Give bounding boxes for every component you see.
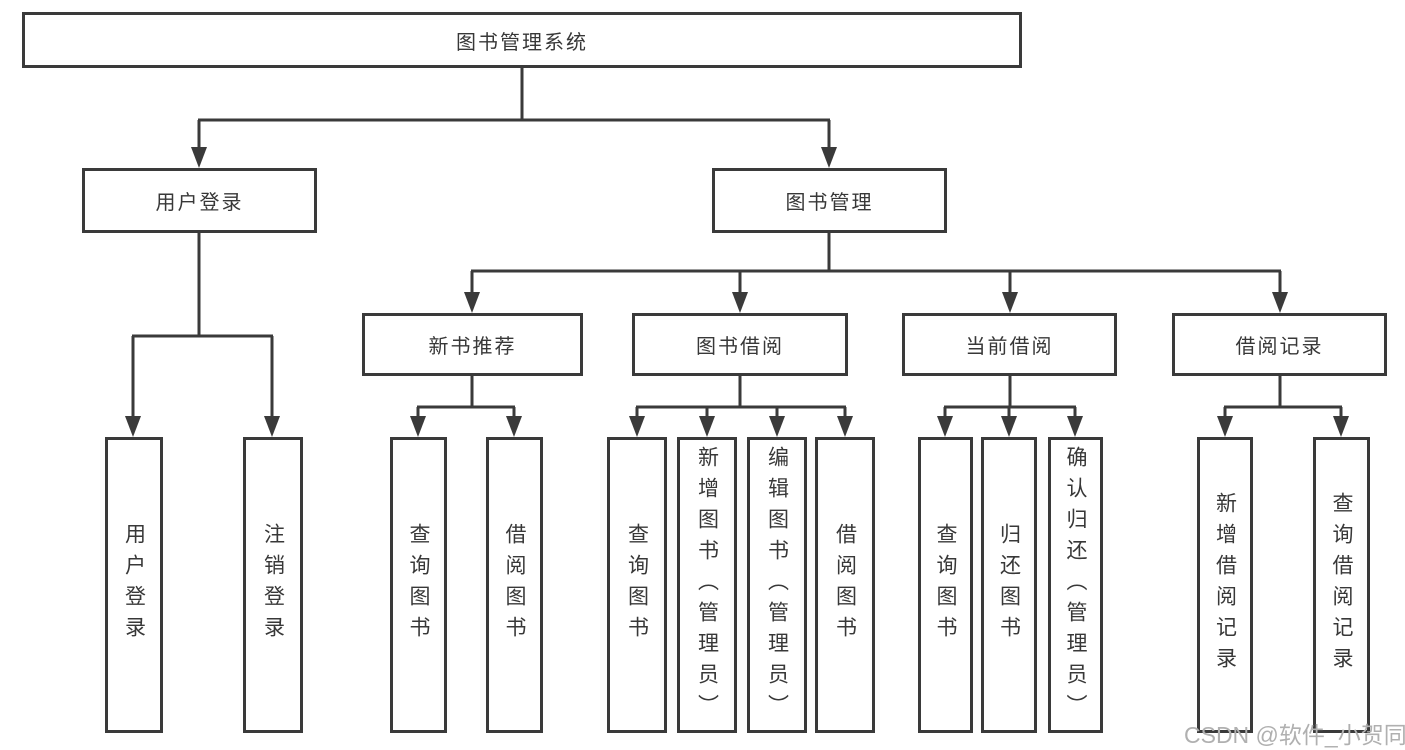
- leaf-label: 查询借阅记录: [1330, 492, 1353, 678]
- leaf-label: 借阅图书: [833, 523, 857, 647]
- leaf-user-login: 用户登录: [105, 437, 163, 733]
- connector-root-to-level2: [197, 67, 831, 150]
- node-label: 图书借阅: [696, 336, 784, 358]
- leaf-label: 借阅图书: [503, 523, 526, 647]
- node-borrow-records: 借阅记录: [1172, 313, 1387, 376]
- leaf-label: 新增图书（管理员）: [695, 445, 719, 725]
- node-book-borrow: 图书借阅: [632, 313, 848, 376]
- connector-book-borrow-to-leaves: [635, 376, 847, 420]
- leaf-label: 查询图书: [934, 523, 957, 647]
- leaf-edit-books-admin: 编辑图书（管理员）: [747, 437, 807, 733]
- node-label: 用户登录: [155, 192, 244, 214]
- leaf-label: 新增借阅记录: [1213, 492, 1237, 678]
- connector-user-login-to-leaves: [131, 232, 274, 420]
- connector-book-management-to-level3: [470, 233, 1282, 296]
- node-library-management-system: 图书管理系统: [22, 12, 1022, 68]
- node-label: 借阅记录: [1235, 336, 1324, 358]
- leaf-query-borrow-record: 查询借阅记录: [1313, 437, 1370, 733]
- leaf-add-books-admin: 新增图书（管理员）: [677, 437, 737, 733]
- node-user-login: 用户登录: [82, 168, 317, 233]
- leaf-logout: 注销登录: [243, 437, 303, 733]
- node-current-borrow: 当前借阅: [902, 313, 1117, 376]
- leaf-label: 查询图书: [625, 523, 649, 647]
- leaf-query-books-current: 查询图书: [918, 437, 973, 733]
- connector-new-book-recommend-to-leaves: [416, 376, 516, 420]
- leaf-label: 确认归还（管理员）: [1064, 445, 1087, 725]
- node-label: 图书管理系统: [456, 31, 588, 54]
- leaf-label: 归还图书: [997, 523, 1021, 647]
- leaf-query-books-recommend: 查询图书: [390, 437, 447, 733]
- node-book-management: 图书管理: [712, 168, 947, 233]
- leaf-borrow-books: 借阅图书: [815, 437, 875, 733]
- node-label: 新书推荐: [428, 336, 517, 358]
- connector-current-borrow-to-leaves: [943, 376, 1077, 420]
- leaf-add-borrow-record: 新增借阅记录: [1197, 437, 1253, 733]
- leaf-label: 用户登录: [122, 523, 146, 647]
- connector-borrow-records-to-leaves: [1223, 376, 1343, 420]
- leaf-borrow-books-recommend: 借阅图书: [486, 437, 543, 733]
- node-label: 图书管理: [785, 192, 874, 214]
- leaf-query-books-borrow: 查询图书: [607, 437, 667, 733]
- leaf-confirm-return-admin: 确认归还（管理员）: [1048, 437, 1103, 733]
- csdn-watermark: CSDN @软件_小贺同学: [1184, 722, 1405, 748]
- leaf-return-books: 归还图书: [981, 437, 1037, 733]
- leaf-label: 查询图书: [407, 523, 430, 647]
- leaf-label: 注销登录: [261, 523, 285, 647]
- node-label: 当前借阅: [965, 336, 1054, 358]
- node-new-book-recommend: 新书推荐: [362, 313, 583, 376]
- leaf-label: 编辑图书（管理员）: [765, 445, 789, 725]
